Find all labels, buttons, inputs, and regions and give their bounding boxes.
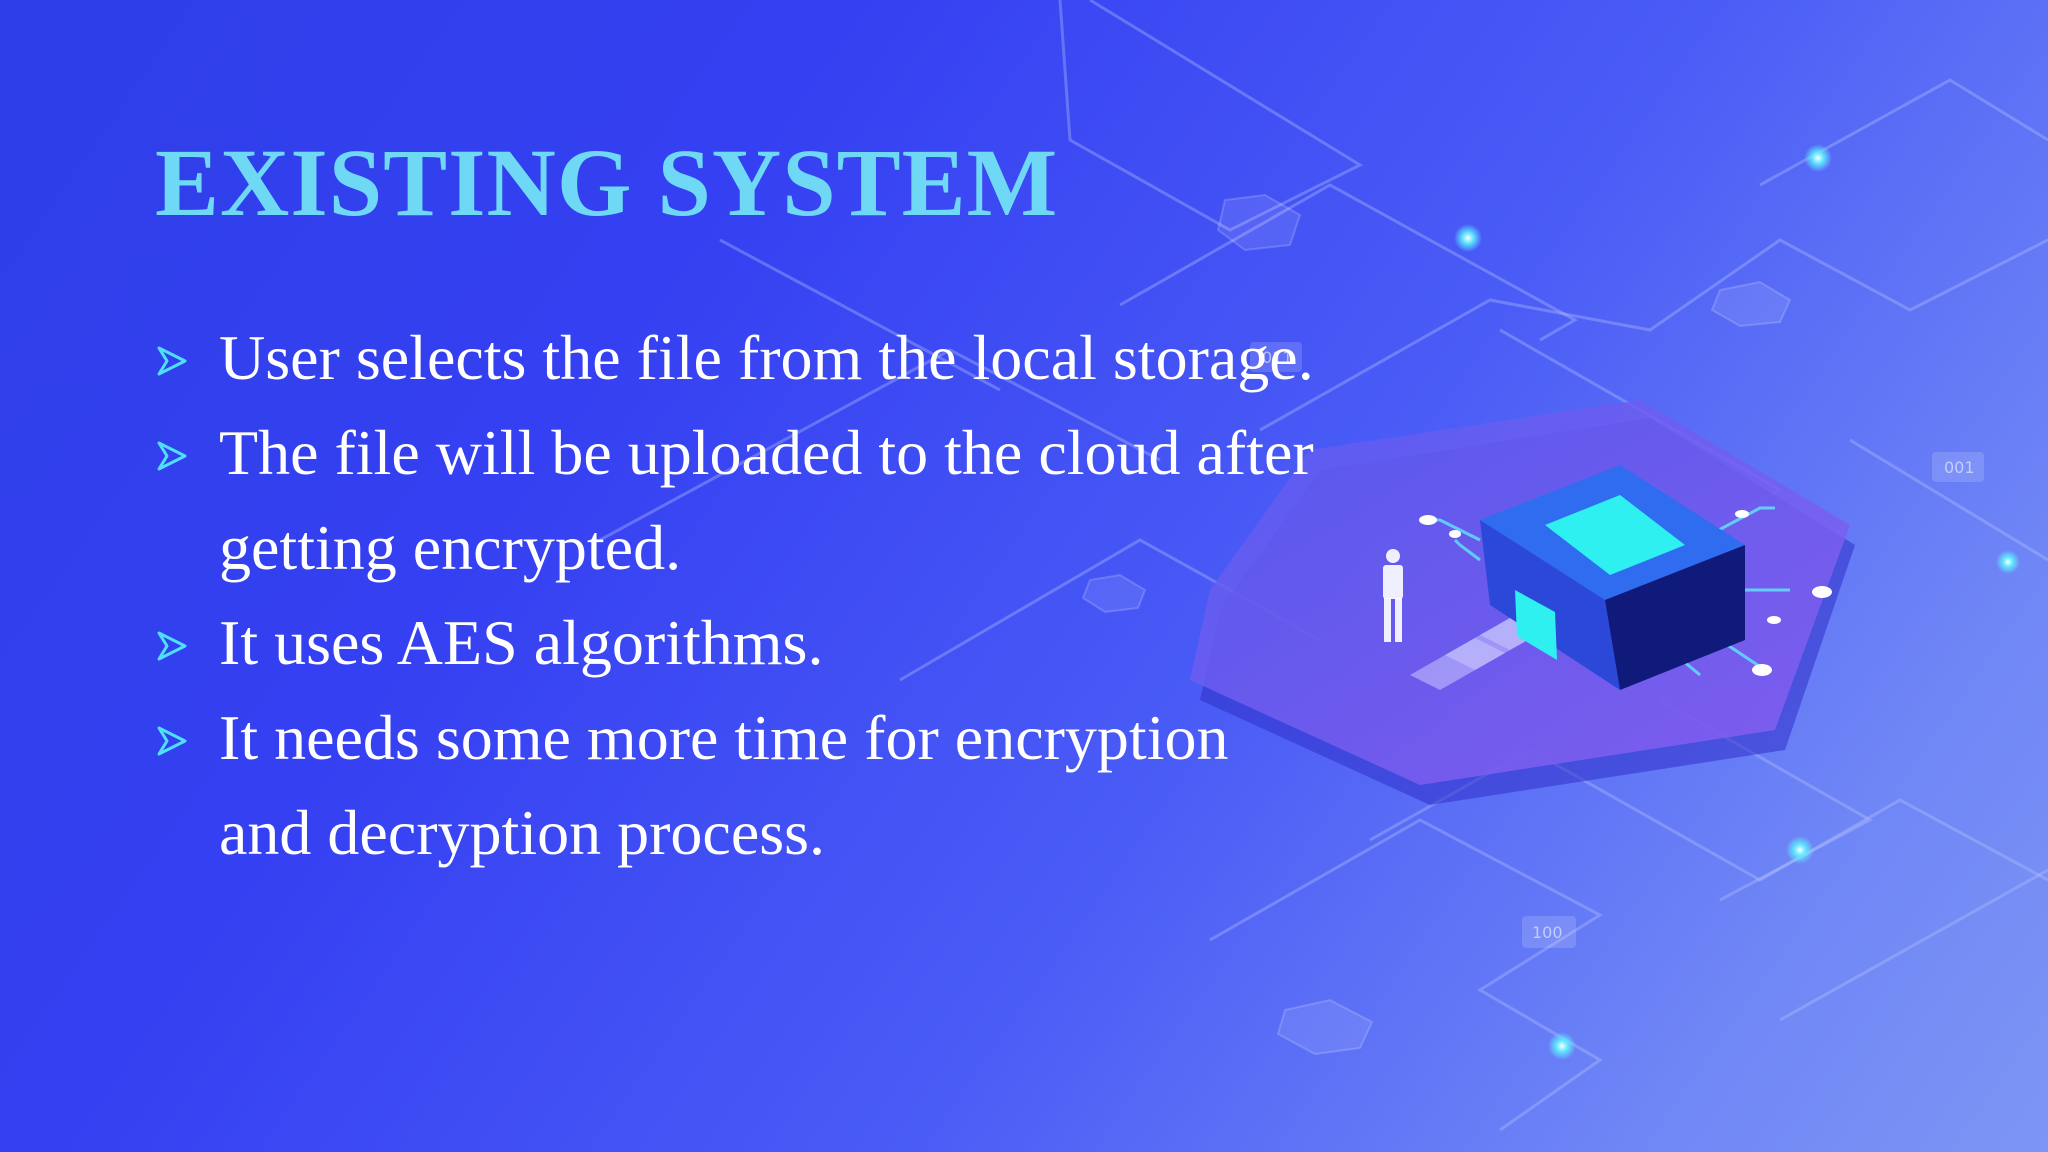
list-item: It uses AES algorithms. — [155, 595, 1335, 690]
person-figure — [1383, 549, 1403, 642]
hex-tiles — [1081, 193, 1792, 1056]
arrow-bullet-icon — [155, 690, 219, 785]
bullet-list: User selects the file from the local sto… — [155, 310, 1335, 880]
glow-dots — [1454, 144, 2020, 1060]
svg-text:011: 011 — [1262, 348, 1293, 367]
arrow-bullet-icon — [155, 310, 219, 405]
arrow-bullet-icon — [155, 405, 219, 500]
slide-title: EXISTING SYSTEM — [155, 129, 1059, 236]
chip-box — [1480, 465, 1745, 690]
list-item: The file will be uploaded to the cloud a… — [155, 405, 1335, 595]
bullet-text: The file will be uploaded to the cloud a… — [219, 417, 1314, 583]
svg-text:100: 100 — [1532, 923, 1563, 942]
svg-text:001: 001 — [1944, 458, 1975, 477]
list-item: User selects the file from the local sto… — [155, 310, 1335, 405]
binary-tags: 011 001 100 — [1250, 342, 1984, 948]
bullet-text: It needs some more time for encryption a… — [219, 702, 1229, 868]
bullet-text: User selects the file from the local sto… — [219, 322, 1314, 393]
list-item: It needs some more time for encryption a… — [155, 690, 1335, 880]
trace-endpoints — [1419, 510, 1832, 676]
arrow-bullet-icon — [155, 595, 219, 690]
bullet-text: It uses AES algorithms. — [219, 607, 824, 678]
